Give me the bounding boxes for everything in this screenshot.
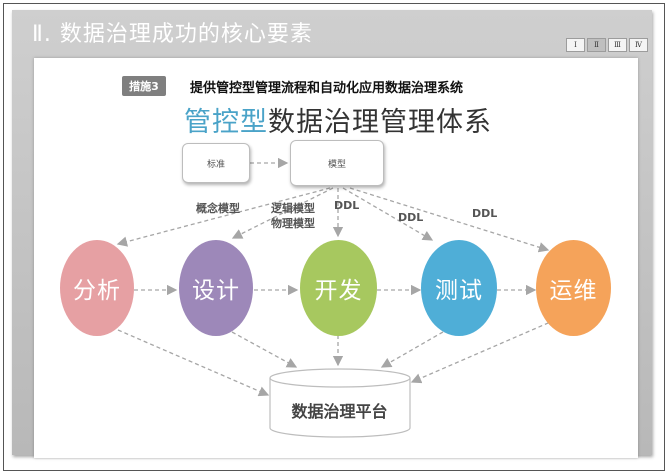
node-design: 设计: [179, 240, 253, 336]
tab-3[interactable]: Ⅲ: [608, 38, 627, 52]
platform-cylinder: [269, 368, 411, 438]
model-box: 模型: [290, 140, 384, 186]
arrow-test-to-platform: [380, 331, 444, 368]
tab-2[interactable]: Ⅱ: [587, 38, 606, 52]
standard-box: 标准: [182, 143, 250, 183]
tab-4[interactable]: Ⅳ: [629, 38, 648, 52]
arrow-model-to-test: [342, 187, 434, 241]
main-title: 管控型数据治理管理体系: [184, 100, 492, 139]
node-develop: 开发: [300, 240, 377, 336]
platform-label: 数据治理平台: [291, 402, 388, 421]
main-title-rest: 数据治理管理体系: [268, 107, 492, 138]
arrow-ops-to-platform: [410, 319, 556, 384]
measure-title: 提供管控型管理流程和自动化应用数据治理系统: [190, 81, 464, 96]
arrow-model-to-design: [231, 187, 334, 239]
ddl-label-2: DDL: [398, 211, 424, 224]
arrow-design-to-platform: [231, 331, 298, 368]
concept-model-label: 概念模型: [196, 202, 240, 215]
tab-1[interactable]: Ⅰ: [566, 38, 585, 52]
slide-title: Ⅱ. 数据治理成功的核心要素: [32, 22, 313, 47]
arrow-model-to-analysis: [116, 187, 331, 247]
physical-model-label: 物理模型: [271, 217, 315, 230]
measure-badge: 措施3: [122, 76, 166, 96]
node-test: 测试: [421, 240, 497, 336]
arrow-analysis-to-platform: [117, 329, 270, 397]
logic-model-label: 逻辑模型: [271, 202, 315, 215]
ddl-label-3: DDL: [472, 207, 498, 220]
node-ops: 运维: [536, 240, 611, 336]
node-analysis: 分析: [60, 240, 134, 336]
section-tabs: Ⅰ Ⅱ Ⅲ Ⅳ: [566, 38, 648, 52]
ddl-label-1: DDL: [334, 199, 360, 212]
main-title-highlight: 管控型: [184, 107, 268, 138]
